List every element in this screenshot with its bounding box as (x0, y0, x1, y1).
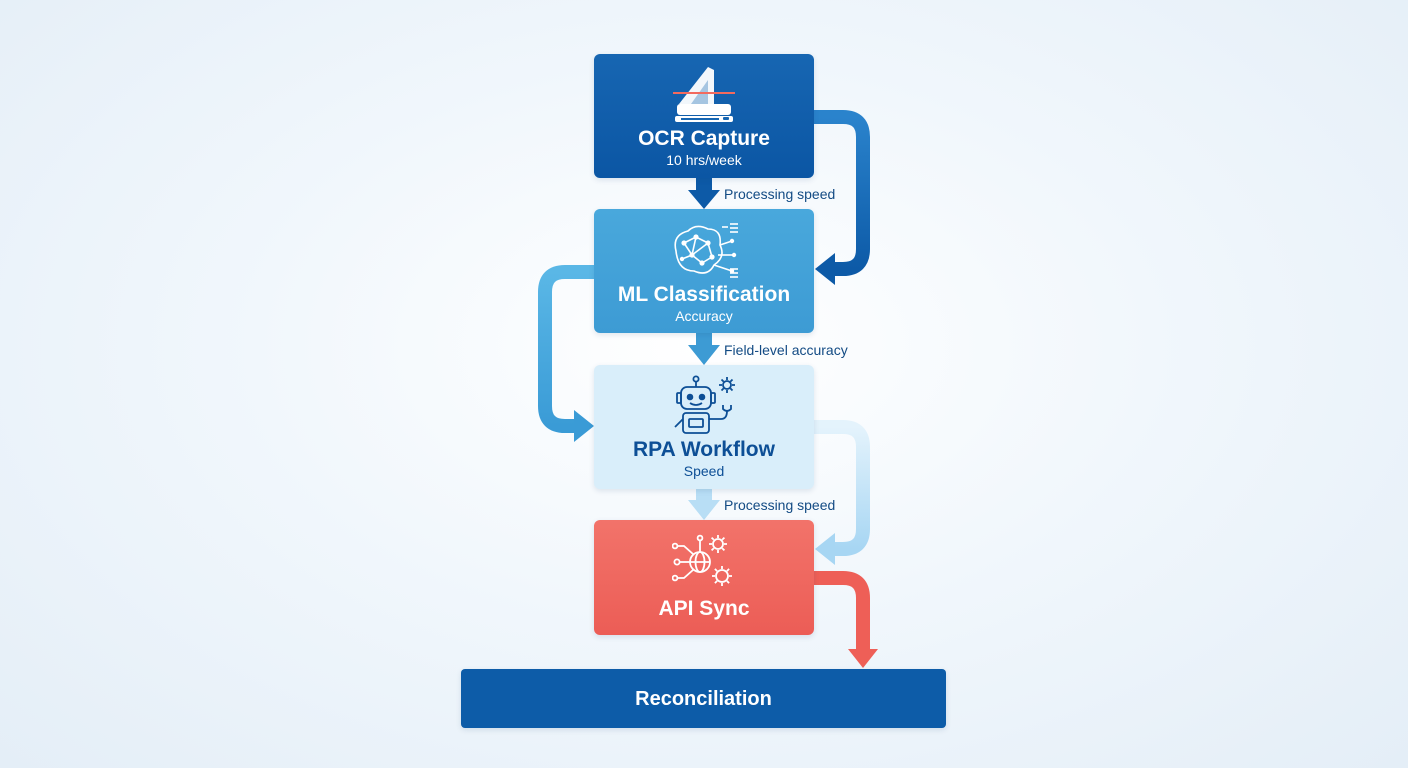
bypass-arrowhead-rpa-to-api (815, 533, 835, 565)
scanner-icon (673, 67, 735, 122)
node-title: RPA Workflow (633, 438, 775, 461)
bypass-arrow-ml-to-rpa (538, 265, 594, 433)
node-reconciliation[interactable]: Reconciliation (461, 669, 946, 728)
edge-label-rpa-to-api: Processing speed (724, 497, 836, 513)
node-rpa-workflow[interactable]: RPA Workflow Speed (594, 365, 814, 489)
node-subtitle: Speed (683, 463, 725, 479)
bypass-arrowhead-ocr-to-ml (815, 253, 835, 285)
node-ocr-capture[interactable]: OCR Capture 10 hrs/week (594, 54, 814, 178)
down-arrow-ocr-to-ml (688, 178, 720, 209)
edge-label-ml-to-rpa: Field-level accuracy (724, 342, 848, 358)
node-subtitle: Accuracy (675, 308, 733, 324)
network-gears-icon (672, 534, 732, 586)
arrow-api-to-reconciliation (814, 571, 870, 650)
down-arrow-rpa-to-api (688, 489, 720, 520)
node-title: API Sync (658, 597, 750, 620)
bypass-arrowhead-ml-to-rpa (574, 410, 594, 442)
neural-network-icon (674, 223, 738, 278)
node-api-sync[interactable]: API Sync (594, 520, 814, 635)
node-ml-classification[interactable]: ML Classification Accuracy (594, 209, 814, 333)
node-title: OCR Capture (638, 127, 770, 150)
node-title: ML Classification (617, 283, 791, 306)
bypass-arrow-rpa-to-api (814, 420, 870, 556)
arrowhead-api-to-reconciliation (848, 649, 878, 668)
node-subtitle: 10 hrs/week (666, 152, 742, 168)
down-arrow-ml-to-rpa (688, 333, 720, 365)
edge-label-ocr-to-ml: Processing speed (724, 186, 836, 202)
robot-icon (674, 375, 735, 434)
node-title: Reconciliation (635, 687, 772, 710)
bypass-arrow-ocr-to-ml (814, 110, 870, 276)
